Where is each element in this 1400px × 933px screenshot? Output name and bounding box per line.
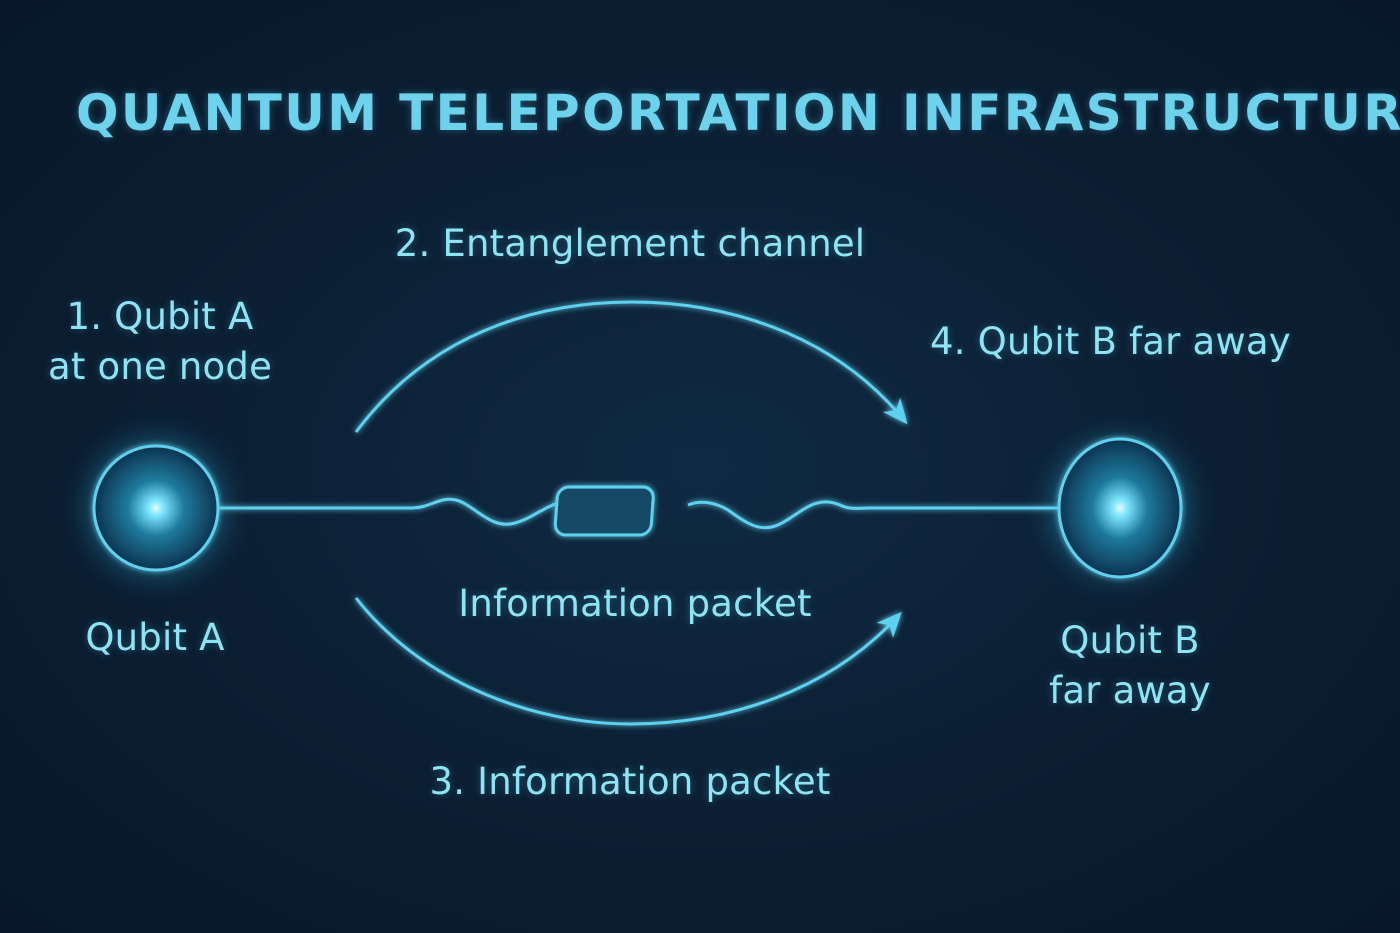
information-packet-box (553, 485, 655, 537)
information-packet-label: Information packet (458, 582, 812, 625)
step-1-line1: 1. Qubit A (66, 295, 254, 338)
qubit-b-label: Qubit B far away (1030, 616, 1230, 716)
qubit-b-line2: far away (1049, 669, 1211, 712)
qubit-a-node (86, 438, 226, 578)
page-title: QUANTUM TELEPORTATION INFRASTRUCTURE (76, 84, 1400, 142)
step-3-label: 3. Information packet (429, 760, 831, 803)
step-1-label: 1. Qubit A at one node (40, 292, 280, 392)
qubit-b-line1: Qubit B (1060, 619, 1200, 662)
qubit-b-node (1050, 437, 1190, 579)
step-4-label: 4. Qubit B far away (930, 320, 1291, 363)
information-arc (354, 597, 902, 726)
entanglement-arc (354, 300, 908, 433)
qubit-a-label: Qubit A (85, 616, 225, 659)
step-2-label: 2. Entanglement channel (394, 222, 866, 265)
step-1-line2: at one node (47, 345, 273, 388)
